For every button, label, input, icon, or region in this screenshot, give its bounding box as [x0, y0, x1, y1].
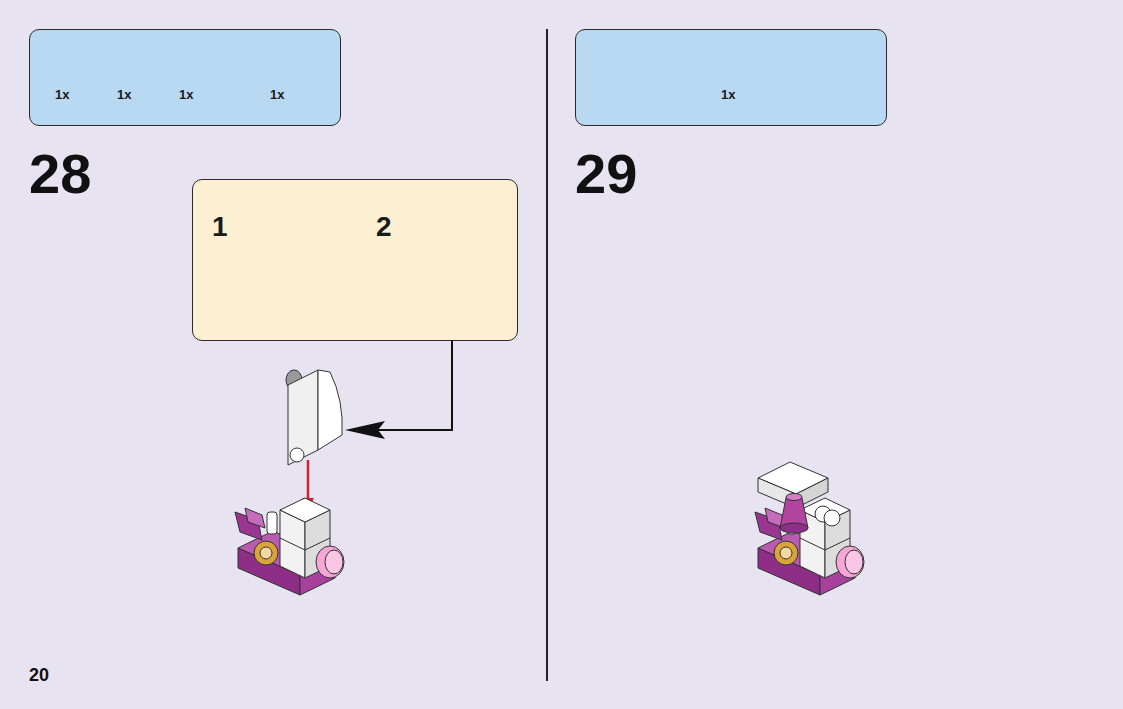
part-count: 1x: [179, 88, 193, 101]
callout-arrow: [345, 341, 452, 439]
subassembly: [286, 370, 342, 510]
subassembly: [288, 370, 318, 465]
part-count: 1x: [270, 88, 284, 101]
substep-number: 1: [212, 213, 228, 241]
step-number: 29: [575, 146, 637, 202]
step-number: 28: [29, 146, 91, 202]
callout-arrow: [360, 341, 452, 430]
subassembly: [307, 460, 310, 500]
page-number: 20: [29, 666, 49, 684]
page-divider: [546, 29, 548, 681]
substep-number: 2: [376, 213, 392, 241]
parts-callout: 1x: [575, 29, 887, 126]
callout-arrow: [345, 421, 385, 439]
model-step-29: [780, 523, 808, 533]
part-count: 1x: [117, 88, 131, 101]
model-step-28: [235, 498, 344, 595]
part-count: 1x: [721, 88, 735, 101]
subassembly: [290, 448, 304, 462]
substep-box: 12: [192, 179, 518, 341]
model-step-29: [824, 510, 840, 526]
subassembly: [318, 370, 342, 450]
model-step-29: [755, 462, 864, 595]
part-count: 1x: [55, 88, 69, 101]
model-step-29: [755, 498, 864, 595]
parts-callout: 1x 1x 1x 1x: [29, 29, 341, 126]
model-step-29: [786, 494, 802, 501]
